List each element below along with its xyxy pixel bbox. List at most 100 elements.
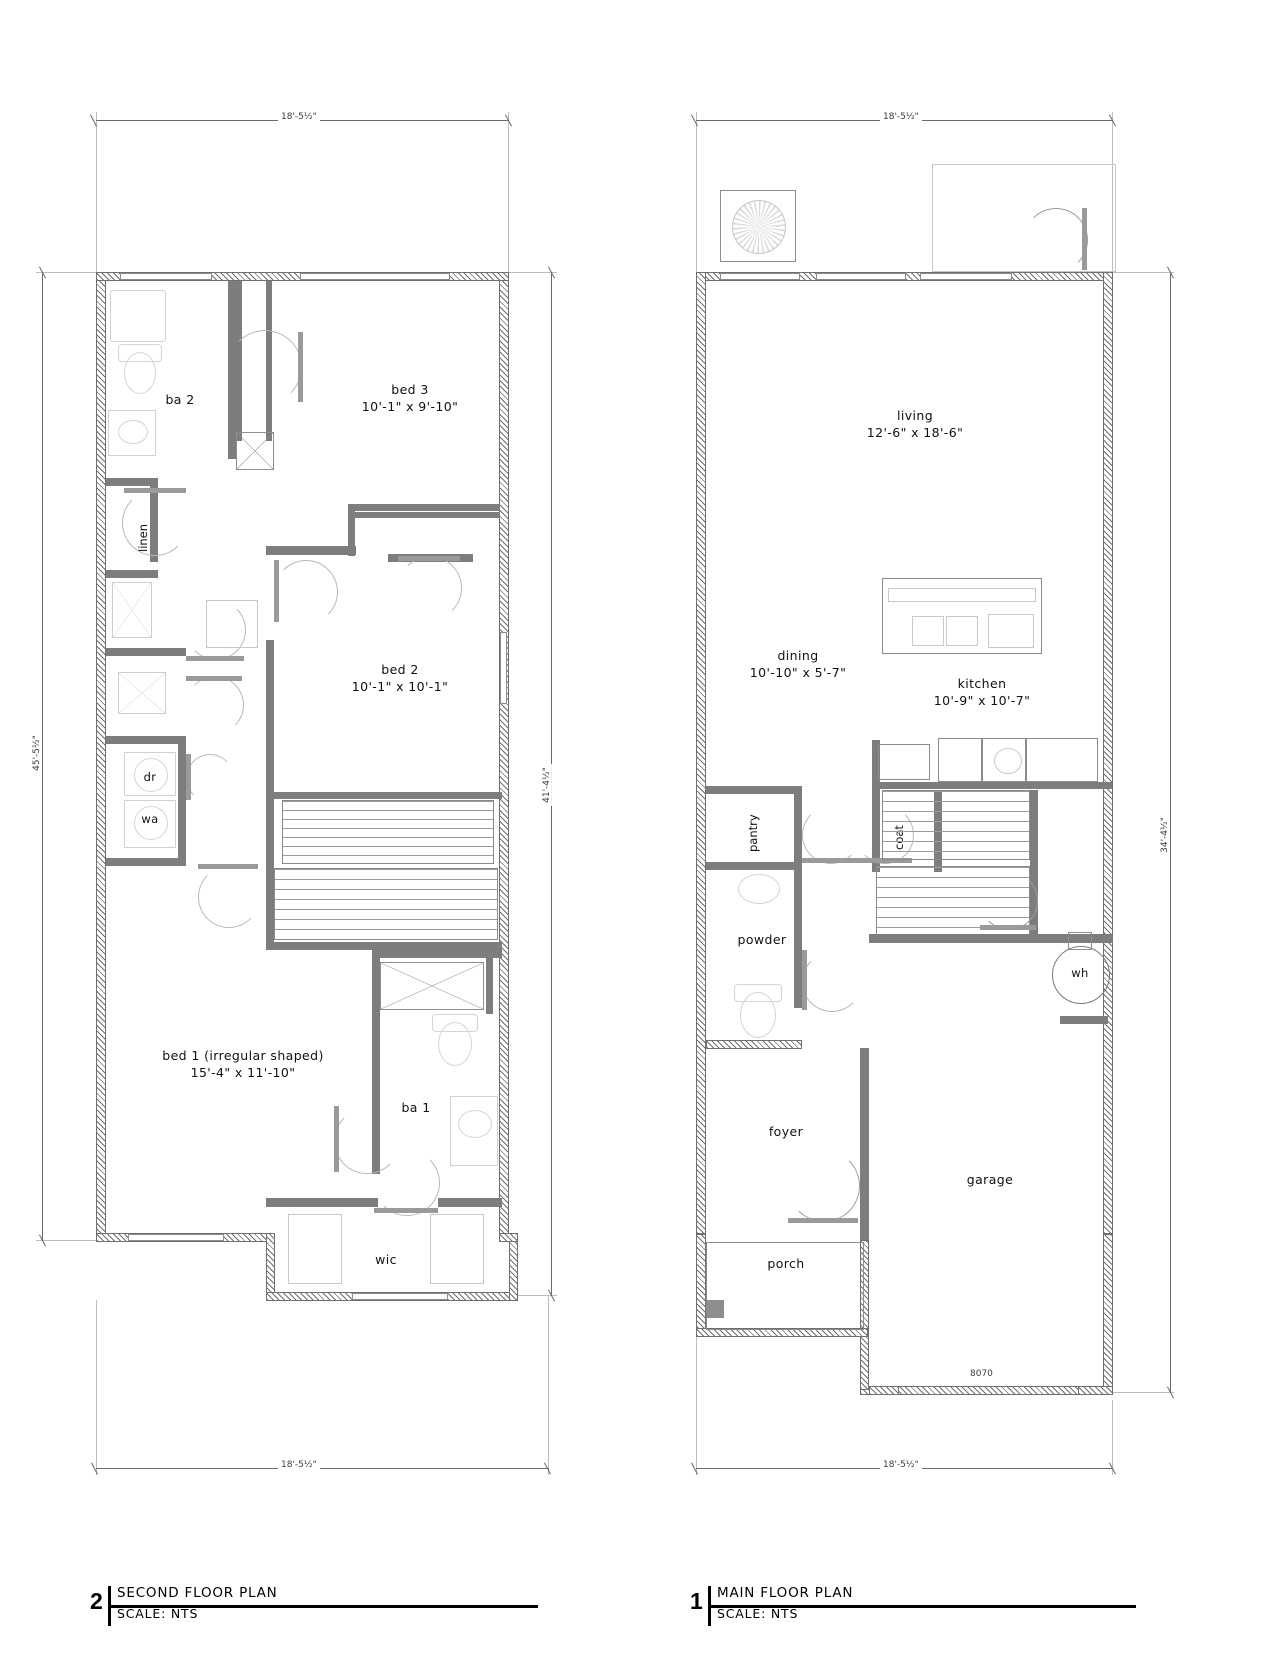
wall-powder-right	[794, 870, 802, 1008]
room-label-dining: dining 10'-10" x 5'-7"	[718, 648, 878, 682]
door-leaf-hall-b[interactable]	[186, 676, 242, 681]
exterior-wall-left-upper	[696, 272, 706, 1234]
door-leaf-bed2-closet[interactable]	[398, 556, 460, 561]
upper-cabinet-1	[938, 738, 982, 782]
range-counter	[878, 744, 930, 780]
island-counter-edge	[888, 588, 1036, 602]
washer	[124, 800, 176, 848]
room-label-wic: wic	[346, 1252, 426, 1269]
extension-line-top-right	[1112, 112, 1113, 272]
wall-bed2-left	[266, 640, 274, 950]
detail-number: 2	[90, 1588, 103, 1614]
dimension-line-left	[1170, 272, 1171, 1392]
door-leaf-front[interactable]	[788, 1218, 858, 1223]
dimension-right: 34'-4½"	[1159, 814, 1170, 856]
wall-garage-step	[1060, 1016, 1108, 1024]
shelf-unit-1	[112, 582, 152, 638]
kitchen-island	[882, 578, 1042, 654]
exterior-wall-lower-right	[509, 1233, 518, 1301]
door-swing-hall-a[interactable]	[186, 600, 246, 660]
room-label-porch: porch	[738, 1256, 834, 1273]
window-top-3	[920, 273, 1012, 280]
window-top-right	[300, 273, 450, 280]
room-name-wh: wh	[1071, 966, 1089, 980]
door-leaf-hall-a[interactable]	[186, 656, 244, 661]
window-bottom-lower	[352, 1293, 448, 1300]
room-label-garage: garage	[942, 1172, 1038, 1189]
condenser-fan-icon	[732, 200, 786, 254]
wall-foyer-right	[860, 1048, 869, 1240]
door-swing-bed2[interactable]	[274, 560, 338, 624]
room-label-dr: dr	[126, 770, 174, 786]
sink-powder	[738, 874, 780, 904]
vanity-ba1	[450, 1096, 498, 1166]
toilet-tank-powder	[734, 984, 782, 1002]
room-name-powder: powder	[737, 932, 787, 947]
door-swing-stair-landing[interactable]	[980, 872, 1038, 930]
plan-title: MAIN FLOOR PLAN	[717, 1585, 854, 1601]
wall-kitchen-left	[872, 740, 880, 814]
door-swing-hall-b[interactable]	[186, 676, 244, 734]
garage-door-tag: 8070	[967, 1369, 996, 1379]
room-name-ba1: ba 1	[401, 1100, 431, 1115]
room-size-kitchen: 10'-9" x 10'-7"	[933, 692, 1031, 708]
door-swing-hall-d[interactable]	[198, 866, 260, 928]
extension-line-top-left	[96, 112, 97, 282]
wic-shelf-left	[288, 1214, 342, 1284]
toilet-tank-ba2	[118, 344, 162, 362]
door-leaf-bed2[interactable]	[274, 560, 279, 622]
door-swing-hall-c[interactable]	[186, 754, 234, 802]
wall-hall-mid	[106, 648, 186, 656]
door-leaf-stair-landing[interactable]	[980, 925, 1036, 930]
door-leaf-wic[interactable]	[374, 1208, 438, 1213]
extension-line-bottom-left	[696, 1310, 697, 1475]
extension-line-top-right	[508, 112, 509, 282]
door-swing-rear-entry[interactable]	[1024, 208, 1088, 272]
room-label-powder: powder	[714, 932, 810, 949]
closet-ba1	[380, 962, 484, 1010]
hvac-pad	[720, 190, 796, 262]
door-leaf-hall-c[interactable]	[186, 754, 191, 800]
door-swing-bed3[interactable]	[228, 330, 302, 404]
door-leaf-bed3[interactable]	[298, 332, 303, 402]
exterior-wall-left-lower	[696, 1234, 706, 1334]
garage-door-jamb-left	[869, 1386, 899, 1395]
extension-line-right-top	[1112, 272, 1174, 273]
room-name-bed2: bed 2	[381, 662, 419, 677]
washer-drum	[134, 806, 168, 840]
toilet-ba1	[438, 1022, 472, 1066]
door-leaf-hall-d[interactable]	[198, 864, 258, 869]
door-leaf-pantry[interactable]	[802, 858, 858, 863]
room-name-pantry: pantry	[746, 814, 760, 852]
room-name-wa: wa	[141, 812, 159, 826]
dimension-top: 18'-5½"	[278, 112, 320, 122]
door-swing-linen[interactable]	[122, 490, 188, 556]
door-swing-coat[interactable]	[856, 806, 914, 864]
dimension-left: 45'-5½"	[31, 732, 42, 774]
door-leaf-coat[interactable]	[856, 858, 912, 863]
wall-stair-top	[274, 792, 502, 799]
wall-garage-top	[869, 934, 1113, 943]
room-name-dr: dr	[143, 770, 157, 784]
door-leaf-linen[interactable]	[124, 488, 186, 493]
plan-scale: SCALE: NTS	[717, 1606, 799, 1621]
bathtub-ba2	[110, 290, 166, 342]
door-leaf-ba1[interactable]	[334, 1106, 339, 1172]
extension-line-right-bottom	[1112, 1392, 1174, 1393]
dimension-top: 18'-5½"	[880, 112, 922, 122]
door-swing-pantry[interactable]	[802, 806, 860, 864]
door-swing-wic[interactable]	[374, 1150, 440, 1216]
door-swing-front[interactable]	[788, 1150, 860, 1222]
room-label-living-box: living 12'-6" x 18'-6"	[835, 408, 995, 442]
wall-hall-left	[106, 570, 158, 578]
plan-scale: SCALE: NTS	[117, 1606, 199, 1621]
exterior-wall-right-lower	[1103, 1234, 1113, 1394]
wall-wic-top-right	[438, 1198, 502, 1207]
plan-title: SECOND FLOOR PLAN	[117, 1585, 278, 1601]
door-swing-powder[interactable]	[802, 952, 862, 1012]
exterior-wall-left	[96, 272, 106, 1242]
door-leaf-powder[interactable]	[802, 950, 807, 1010]
door-swing-bed2-closet[interactable]	[398, 556, 462, 620]
porch-slab	[706, 1242, 864, 1330]
door-leaf-rear-entry[interactable]	[1082, 208, 1087, 270]
